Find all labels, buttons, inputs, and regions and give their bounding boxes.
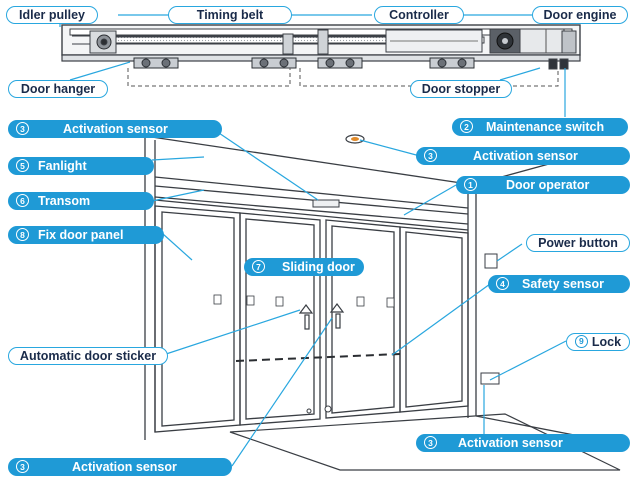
sliding-door-label: 7 Sliding door — [244, 258, 364, 276]
number-badge: 3 — [424, 148, 437, 162]
activation-sensor-label-top: 3 Activation sensor — [8, 120, 222, 138]
fix-door-panel-text: Fix door panel — [38, 228, 124, 242]
door-hanger-label: Door hanger — [8, 80, 108, 98]
operator-mechanism — [61, 24, 581, 87]
activation-sensor-text: Activation sensor — [473, 149, 578, 163]
door-engine-label: Door engine — [532, 6, 628, 24]
timing-belt-label: Timing belt — [168, 6, 292, 24]
number-badge: 5 — [16, 158, 29, 172]
number-badge: 3 — [16, 121, 29, 135]
safety-sensor-label: 4 Safety sensor — [488, 275, 630, 293]
safety-sensor-text: Safety sensor — [522, 277, 604, 291]
number-badge: 3 — [16, 459, 29, 473]
activation-sensor-text: Activation sensor — [72, 460, 177, 474]
number-badge: 2 — [460, 119, 473, 133]
fix-door-panel-label: 8 Fix door panel — [8, 226, 164, 244]
activation-sensor-label-bottom: 3 Activation sensor — [8, 458, 232, 476]
number-badge: 4 — [496, 276, 509, 290]
number-badge: 3 — [424, 435, 437, 449]
maintenance-switch-label: 2 Maintenance switch — [452, 118, 628, 136]
number-badge: 8 — [16, 227, 29, 241]
number-badge: 9 — [574, 335, 588, 348]
number-badge: 7 — [252, 259, 265, 273]
number-badge: 6 — [16, 193, 29, 207]
door-stopper-label: Door stopper — [410, 80, 512, 98]
power-button-label: Power button — [526, 234, 630, 252]
idler-pulley-label: Idler pulley — [6, 6, 98, 24]
activation-sensor-label-floor: 3 Activation sensor — [416, 434, 630, 452]
activation-sensor-label-ceiling: 3 Activation sensor — [416, 147, 630, 165]
activation-sensor-text: Activation sensor — [63, 122, 168, 136]
door-operator-text: Door operator — [506, 178, 590, 192]
door-operator-label: 1 Door operator — [456, 176, 630, 194]
controller-label: Controller — [374, 6, 464, 24]
door-frame — [144, 135, 601, 441]
transom-label: 6 Transom — [8, 192, 154, 210]
sliding-door-text: Sliding door — [282, 260, 355, 274]
number-badge: 1 — [464, 177, 477, 191]
fanlight-text: Fanlight — [38, 159, 87, 173]
fanlight-label: 5 Fanlight — [8, 157, 154, 175]
automatic-door-sticker-label: Automatic door sticker — [8, 347, 168, 365]
activation-sensor-text: Activation sensor — [458, 436, 563, 450]
transom-text: Transom — [38, 194, 91, 208]
lock-text: Lock — [591, 335, 622, 349]
maintenance-switch-text: Maintenance switch — [486, 120, 605, 134]
